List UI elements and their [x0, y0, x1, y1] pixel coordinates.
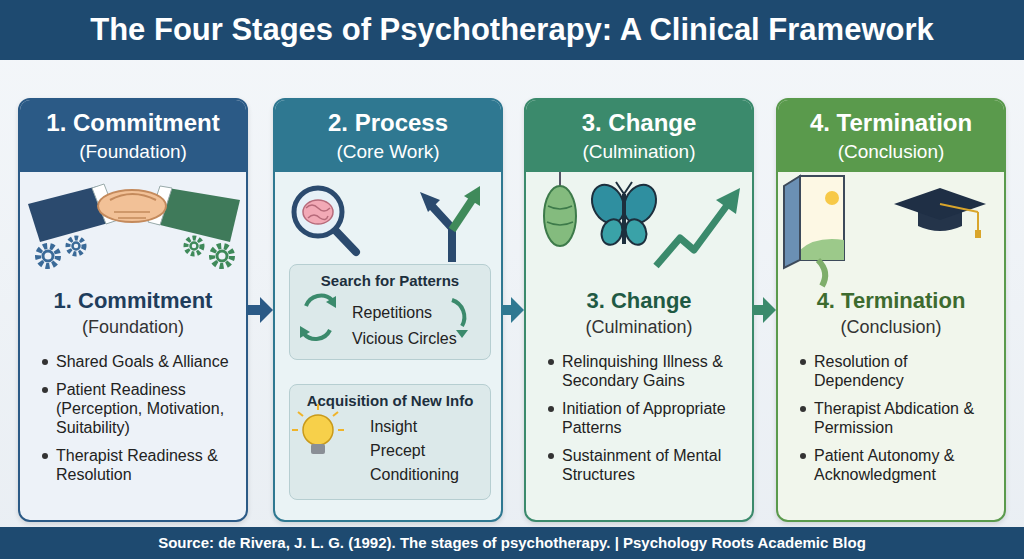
bullet-list: Relinquishing Illness & Secondary GainsI…	[546, 352, 738, 493]
bullet-item: Patient Readiness (Perception, Motivatio…	[40, 380, 232, 437]
bullet-text: Patient Autonomy & Acknowledgment	[814, 446, 990, 484]
bullet-dot	[548, 453, 554, 459]
bullet-dot	[548, 359, 554, 365]
stage-card: 1. Commitment(Foundation)1. Commitment(F…	[18, 98, 248, 522]
arrow-head	[260, 297, 273, 323]
bullet-item: Resolution of Dependency	[798, 352, 990, 390]
box-heading: Acquisition of New Info	[290, 392, 490, 410]
bullet-list: Shared Goals & AlliancePatient Readiness…	[40, 352, 232, 493]
flow-arrow	[754, 297, 776, 323]
box-item: Insight	[370, 417, 417, 437]
stage-subtitle: (Conclusion)	[778, 316, 1004, 338]
stage-card: 2. Process (Core Work) Search for Patterns…	[273, 98, 503, 522]
pattern-box: Acquisition of New InfoInsightPreceptCon…	[289, 384, 491, 500]
source-caption: Source: de Rivera, J. L. G. (1992). The …	[0, 527, 1024, 559]
stage-subheading: (Culmination)	[526, 140, 752, 163]
box-item: Precept	[370, 441, 425, 461]
stage-heading: 3. Change	[526, 109, 752, 137]
bullet-text: Patient Readiness (Perception, Motivatio…	[56, 380, 232, 437]
title-band: The Four Stages of Psychotherapy: A Clin…	[0, 0, 1024, 60]
stage-heading: 1. Commitment	[20, 109, 246, 137]
stage-title: 3. Change	[526, 288, 752, 314]
bullet-dot	[800, 406, 806, 412]
bullet-item: Sustainment of Mental Structures	[546, 446, 738, 484]
bullet-text: Sustainment of Mental Structures	[562, 446, 738, 484]
bullet-text: Therapist Abdication & Permission	[814, 399, 990, 437]
title-text: The Four Stages of Psychotherapy: A Clin…	[0, 0, 1024, 60]
stage-heading: 2. Process	[275, 109, 501, 137]
arrow-shaft	[248, 305, 261, 315]
stage-subtitle: (Culmination)	[526, 316, 752, 338]
bullet-item: Therapist Readiness & Resolution	[40, 446, 232, 484]
flow-arrow	[248, 297, 273, 323]
bullet-text: Shared Goals & Alliance	[56, 352, 232, 371]
bullet-dot	[800, 359, 806, 365]
bullet-text: Resolution of Dependency	[814, 352, 990, 390]
footer-band: Source: de Rivera, J. L. G. (1992). The …	[0, 527, 1024, 559]
stage-title: 1. Commitment	[20, 288, 246, 314]
bullet-item: Shared Goals & Alliance	[40, 352, 232, 371]
box-heading: Search for Patterns	[290, 272, 490, 290]
box-item: Vicious Circles	[352, 329, 457, 349]
bullet-dot	[548, 406, 554, 412]
bullet-item: Initiation of Appropriate Patterns	[546, 399, 738, 437]
stage-title: 4. Termination	[778, 288, 1004, 314]
bullet-dot	[800, 453, 806, 459]
box-item: Conditioning	[370, 465, 459, 485]
box-item: Repetitions	[352, 303, 432, 323]
arrow-head	[511, 297, 524, 323]
bullet-dot	[42, 359, 48, 365]
bullet-text: Initiation of Appropriate Patterns	[562, 399, 738, 437]
stage-card: 4. Termination(Conclusion)4. Termination…	[776, 98, 1006, 522]
stage-subheading: (Core Work)	[275, 140, 501, 163]
bullet-text: Relinquishing Illness & Secondary Gains	[562, 352, 738, 390]
bullet-item: Relinquishing Illness & Secondary Gains	[546, 352, 738, 390]
flow-arrow	[503, 297, 524, 323]
bullet-text: Therapist Readiness & Resolution	[56, 446, 232, 484]
bullet-item: Therapist Abdication & Permission	[798, 399, 990, 437]
arrow-head	[763, 297, 776, 323]
arrow-shaft	[754, 305, 764, 315]
pattern-box: Search for PatternsRepetitionsVicious Ci…	[289, 264, 491, 360]
bullet-list: Resolution of DependencyTherapist Abdica…	[798, 352, 990, 493]
stage-heading: 4. Termination	[778, 109, 1004, 137]
bullet-dot	[42, 453, 48, 459]
stage-subheading: (Foundation)	[20, 140, 246, 163]
stage-subheading: (Conclusion)	[778, 140, 1004, 163]
stage-card: 3. Change(Culmination)3. Change(Culminat…	[524, 98, 754, 522]
arrow-shaft	[503, 305, 512, 315]
stage-subtitle: (Foundation)	[20, 316, 246, 338]
bullet-item: Patient Autonomy & Acknowledgment	[798, 446, 990, 484]
bullet-dot	[42, 387, 48, 393]
